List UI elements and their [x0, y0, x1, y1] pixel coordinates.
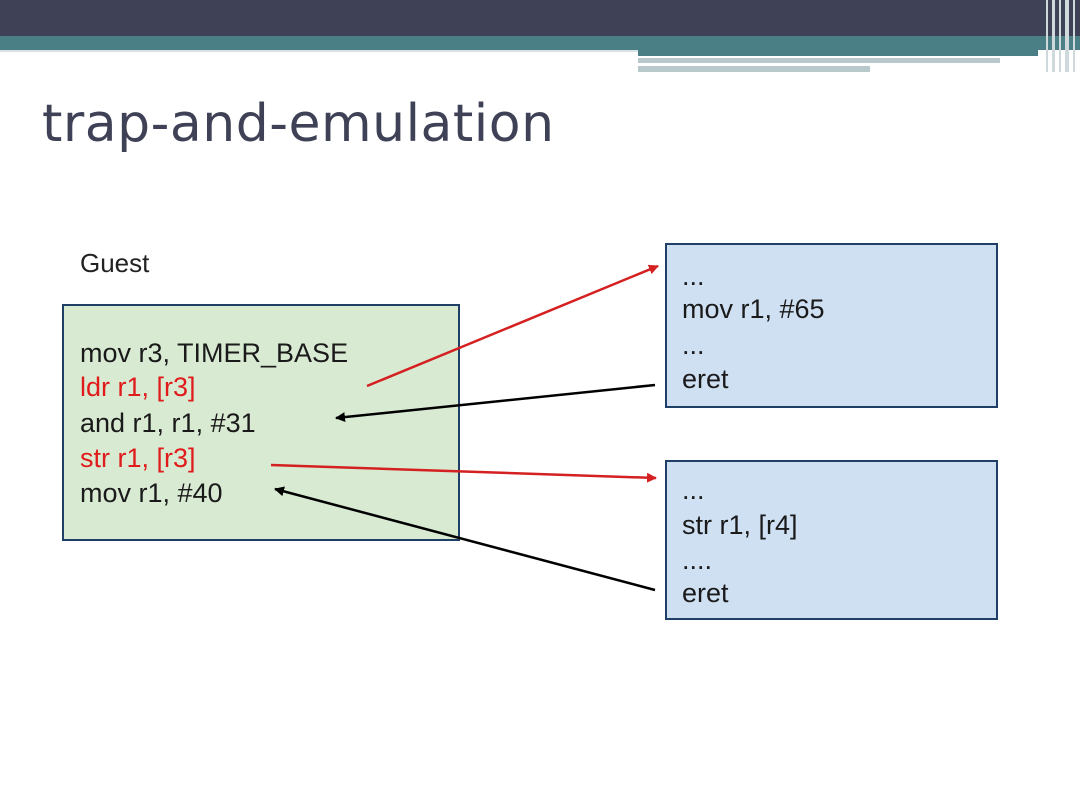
guest-line-ldr: ldr r1, [r3]	[80, 372, 196, 402]
header-strip-2	[638, 66, 870, 72]
guest-code-box	[62, 304, 460, 541]
header-edge-lines	[1040, 0, 1080, 72]
handler-bottom-box	[665, 460, 998, 620]
trap-arrow-str	[270, 463, 657, 483]
handler-top-line-1: ...	[682, 261, 705, 291]
handler-bottom-line-4: eret	[682, 578, 729, 608]
return-arrow-ldr	[335, 383, 656, 423]
header-accent-strip	[638, 50, 1038, 56]
guest-line-str: str r1, [r3]	[80, 443, 196, 473]
return-arrow-str	[274, 486, 656, 592]
handler-top-line-3: ...	[682, 330, 705, 360]
guest-line-mov-40: mov r1, #40	[80, 478, 223, 508]
header-strip-1	[638, 58, 1000, 63]
header-bar	[0, 0, 1080, 36]
guest-line-and: and r1, r1, #31	[80, 408, 256, 438]
header-accent-bar	[0, 36, 1080, 50]
guest-label: Guest	[80, 248, 150, 278]
handler-bottom-line-3: ....	[682, 545, 713, 575]
handler-bottom-line-2: str r1, [r4]	[682, 510, 798, 540]
header-divider	[0, 50, 638, 52]
page-title: trap-and-emulation	[42, 94, 555, 154]
handler-bottom-line-1: ...	[682, 475, 705, 505]
guest-line-mov-timer: mov r3, TIMER_BASE	[80, 338, 349, 368]
handler-top-line-4: eret	[682, 364, 729, 394]
handler-top-line-2: mov r1, #65	[682, 294, 825, 324]
trap-arrow-ldr	[366, 264, 659, 388]
handler-top-box	[665, 243, 998, 408]
